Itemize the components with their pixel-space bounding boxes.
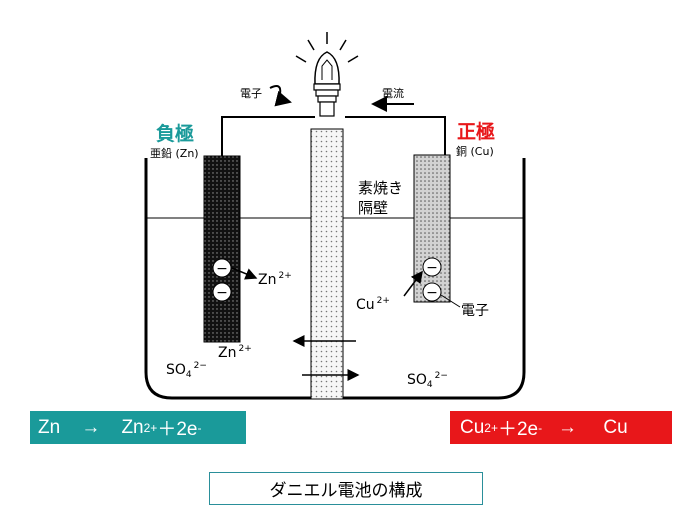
sulfate-right-label: SO42− [407, 371, 448, 390]
negative-pole-label: 負極 [156, 122, 194, 145]
zinc-electrode [203, 155, 241, 343]
electron-pointer [440, 294, 461, 308]
copper-electron-2: − [422, 282, 442, 302]
zinc-electron-1: − [212, 258, 232, 278]
electron-flow-arrow [269, 85, 292, 107]
partition-label-line2: 隔壁 [358, 199, 388, 217]
positive-pole-label: 正極 [457, 120, 495, 143]
electron-flow-label: 電子 [240, 87, 262, 100]
zinc-electrode-label: 亜鉛 (Zn) [150, 146, 199, 160]
svg-text:−: − [426, 285, 438, 301]
electron-label: 電子 [461, 303, 489, 319]
current-flow-label: 電流 [382, 86, 404, 100]
zn-ion-arrow [231, 267, 258, 280]
light-bulb-icon [295, 32, 359, 117]
zinc-electron-2: − [212, 282, 232, 302]
svg-text:−: − [216, 285, 228, 301]
porous-partition [310, 128, 344, 400]
diagram-caption: ダニエル電池の構成 [209, 472, 483, 505]
svg-text:−: − [216, 261, 228, 277]
partition-label-line1: 素焼き [358, 179, 403, 197]
copper-electron-1: − [422, 257, 442, 277]
cu-ion-arrow [403, 270, 423, 297]
svg-text:−: − [426, 260, 438, 276]
copper-electrode [413, 154, 451, 303]
external-wire [221, 116, 446, 156]
sulfate-left-label: SO42− [166, 361, 207, 380]
copper-electrode-label: 銅 (Cu) [456, 144, 494, 158]
